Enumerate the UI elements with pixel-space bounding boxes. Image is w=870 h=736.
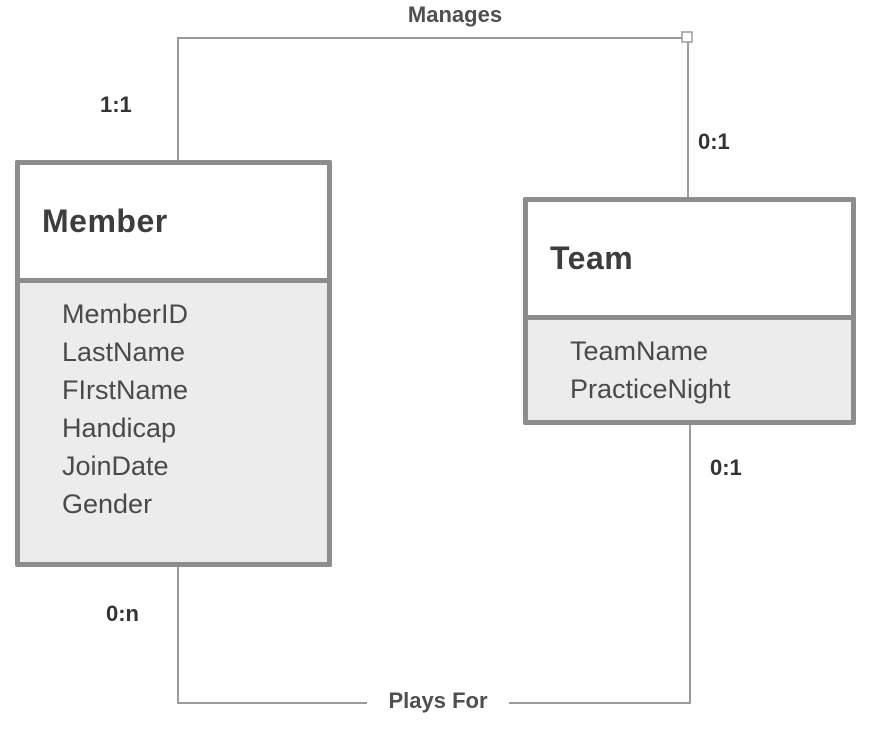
entity-team[interactable]: Team TeamName PracticeNight — [523, 197, 856, 425]
manages-relationship-label: Manages — [407, 2, 503, 27]
entity-team-header: Team — [528, 202, 851, 315]
entity-member-title: Member — [42, 203, 168, 239]
attribute-row: Gender — [62, 489, 153, 519]
entity-member[interactable]: Member MemberID LastName FIrstName Handi… — [15, 160, 332, 567]
attribute-row: LastName — [62, 337, 186, 367]
manages-member-cardinality: 1:1 — [100, 92, 132, 117]
attribute-row: Handicap — [62, 413, 177, 443]
attribute-row: JoinDate — [62, 451, 169, 481]
attribute-row: PracticeNight — [570, 374, 731, 404]
entity-member-attributes: MemberID LastName FIrstName Handicap Joi… — [20, 278, 327, 562]
attribute-row: FIrstName — [62, 375, 189, 405]
connector-handle-icon[interactable] — [681, 31, 693, 43]
plays-for-team-cardinality: 0:1 — [710, 455, 742, 480]
attribute-row: MemberID — [62, 299, 189, 329]
entity-member-header: Member — [20, 165, 327, 278]
manages-connector-line[interactable] — [177, 37, 689, 198]
manages-team-cardinality: 0:1 — [698, 129, 730, 154]
entity-team-attributes: TeamName PracticeNight — [528, 315, 851, 420]
attribute-row: TeamName — [570, 336, 709, 366]
entity-team-title: Team — [550, 240, 634, 276]
plays-for-relationship-label: Plays For — [367, 688, 509, 714]
plays-for-member-cardinality: 0:n — [106, 601, 139, 626]
